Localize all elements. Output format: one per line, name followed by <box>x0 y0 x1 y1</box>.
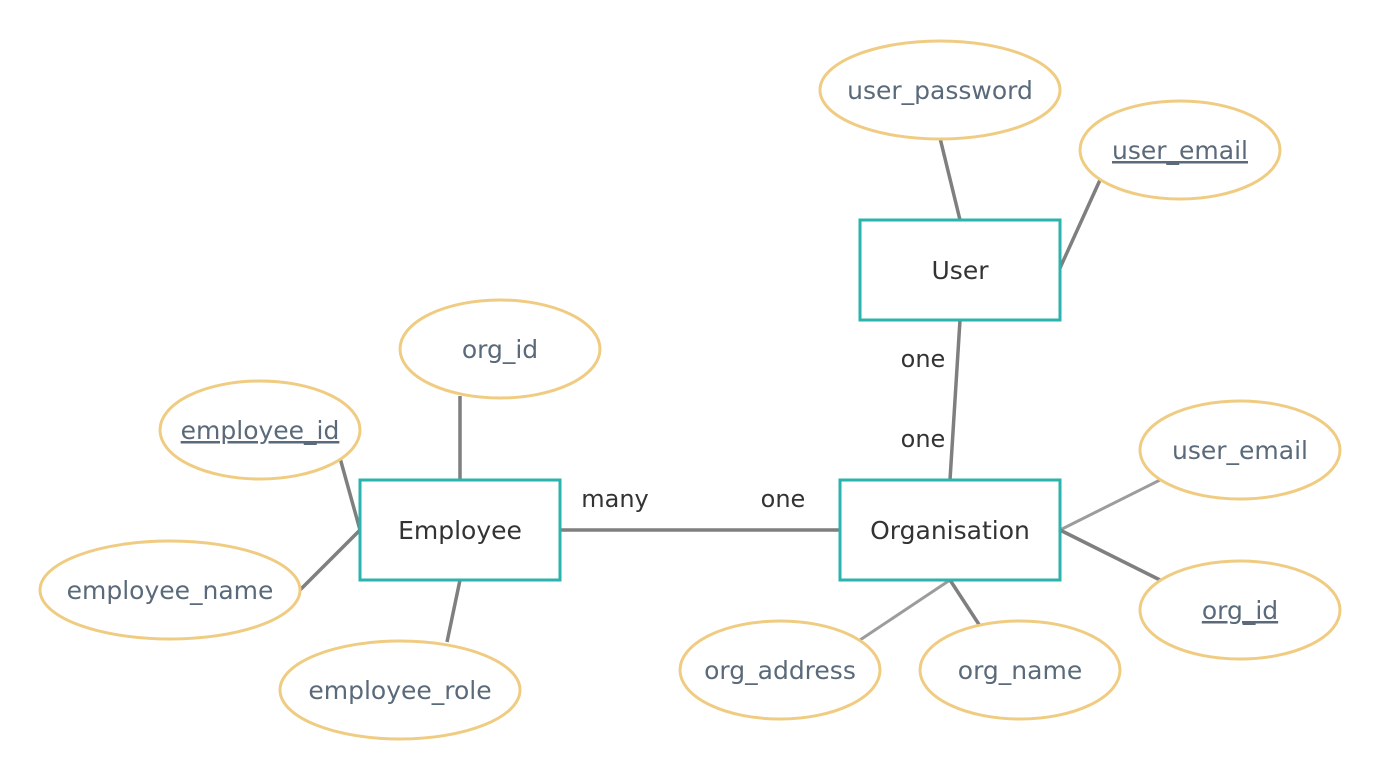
attribute-employee-role: employee_role <box>278 639 522 741</box>
attribute-employee-name-label: employee_name <box>67 576 274 605</box>
attribute-org-address-label: org_address <box>704 656 856 685</box>
connector-org-address <box>859 578 951 642</box>
entity-employee: Employee <box>358 478 562 582</box>
connector-employee-id <box>338 457 362 531</box>
cardinality-org-side-user: one <box>901 425 946 453</box>
entity-employee-box <box>358 478 562 582</box>
entity-user-label: User <box>932 256 990 285</box>
attribute-employee-org-id-label: org_id <box>462 335 538 364</box>
attribute-org-user-email-ellipse <box>1138 399 1342 501</box>
connector-employee-name <box>298 528 362 592</box>
cardinality-org-side-employee: one <box>761 485 806 513</box>
connector-user-email <box>1058 179 1102 269</box>
connector-user-password <box>938 137 962 221</box>
connector-user-organisation <box>948 319 962 481</box>
attribute-org-name: org_name <box>918 619 1122 721</box>
attribute-org-id-key: org_id <box>1138 559 1342 661</box>
attribute-org-user-email: user_email <box>1138 399 1342 501</box>
connector-employee-role <box>445 579 462 643</box>
connector-org-id <box>1059 528 1161 582</box>
attribute-user-email-key: user_email <box>1078 99 1282 201</box>
attribute-user-email-ellipse <box>1078 99 1282 201</box>
entity-organisation-box <box>838 478 1062 582</box>
attribute-org-name-label: org_name <box>958 656 1082 685</box>
cardinality-user-side: one <box>901 345 946 373</box>
entity-organisation: Organisation <box>838 478 1062 582</box>
attribute-org-address: org_address <box>678 619 882 721</box>
attribute-employee-name: employee_name <box>38 539 302 641</box>
attribute-org-id-ellipse <box>1138 559 1342 661</box>
attribute-user-password-label: user_password <box>847 76 1033 105</box>
attribute-org-id-label: org_id <box>1202 596 1278 625</box>
connector-org-user-email <box>1059 478 1161 532</box>
attribute-org-name-ellipse <box>918 619 1122 721</box>
attribute-employee-id-label: employee_id <box>181 416 340 445</box>
attribute-employee-role-label: employee_role <box>308 676 491 705</box>
attribute-employee-org-id: org_id <box>398 298 602 400</box>
entity-employee-label: Employee <box>398 516 522 545</box>
attribute-employee-name-ellipse <box>38 539 302 641</box>
attribute-employee-id-ellipse <box>158 379 362 481</box>
attribute-user-email-label: user_email <box>1112 136 1248 165</box>
entity-user: User <box>858 218 1062 322</box>
attribute-user-password-ellipse <box>818 39 1062 141</box>
attribute-org-address-ellipse <box>678 619 882 721</box>
attribute-org-user-email-label: user_email <box>1172 436 1308 465</box>
entity-organisation-label: Organisation <box>870 516 1030 545</box>
connectors <box>298 137 1161 643</box>
attribute-employee-id-key: employee_id <box>158 379 362 481</box>
attribute-employee-role-ellipse <box>278 639 522 741</box>
attribute-user-password: user_password <box>818 39 1062 141</box>
connector-org-name <box>948 579 982 627</box>
attribute-employee-org-id-ellipse <box>398 298 602 400</box>
cardinality-employee-side: many <box>581 485 649 513</box>
entity-user-box <box>858 218 1062 322</box>
